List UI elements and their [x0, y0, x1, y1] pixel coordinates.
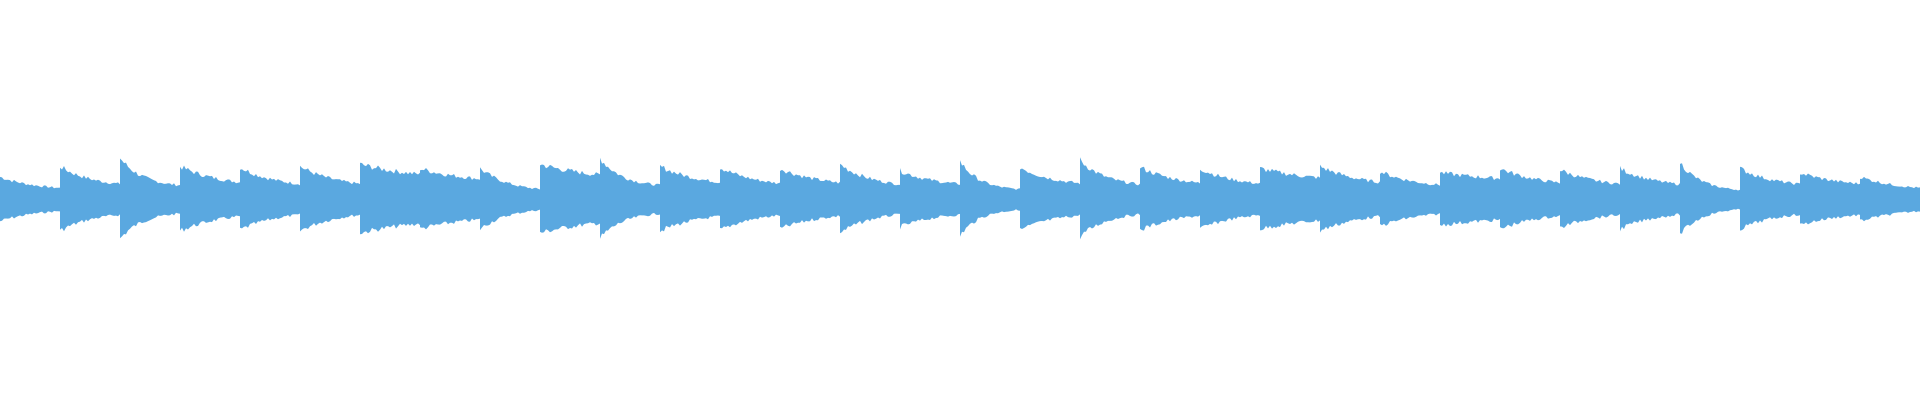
waveform-beat — [900, 168, 960, 230]
waveform-beat — [1680, 163, 1740, 234]
waveform-beat — [1440, 171, 1500, 227]
waveform-beat — [1140, 166, 1200, 231]
waveform-beat — [0, 176, 60, 222]
waveform-beat — [540, 164, 600, 233]
waveform-beat — [120, 158, 180, 239]
waveform-beat — [1020, 168, 1080, 229]
waveform-beat — [180, 165, 240, 232]
waveform-beat — [1560, 169, 1620, 228]
waveform-beat — [1200, 169, 1260, 228]
waveform-beat — [720, 169, 780, 229]
waveform-beat — [1740, 166, 1800, 231]
waveform-beat — [300, 165, 360, 232]
waveform-beat — [1800, 173, 1860, 225]
waveform-beat — [960, 160, 1020, 237]
waveform-beat — [480, 167, 540, 231]
waveform-beats — [0, 157, 1920, 240]
waveform-beat — [360, 162, 420, 235]
waveform-beat — [600, 157, 660, 239]
waveform-beat — [660, 164, 720, 233]
waveform-beat — [1860, 176, 1920, 222]
waveform-beat — [1260, 167, 1320, 231]
waveform-beat — [1080, 157, 1140, 240]
waveform-beat — [60, 166, 120, 232]
waveform-beat — [240, 169, 300, 229]
waveform-beat — [1320, 164, 1380, 233]
waveform-beat — [1620, 165, 1680, 232]
waveform-beat — [1500, 169, 1560, 229]
waveform-beat — [780, 169, 840, 228]
waveform-beat — [840, 163, 900, 234]
waveform-beat — [1380, 171, 1440, 226]
waveform-beat — [420, 168, 480, 230]
